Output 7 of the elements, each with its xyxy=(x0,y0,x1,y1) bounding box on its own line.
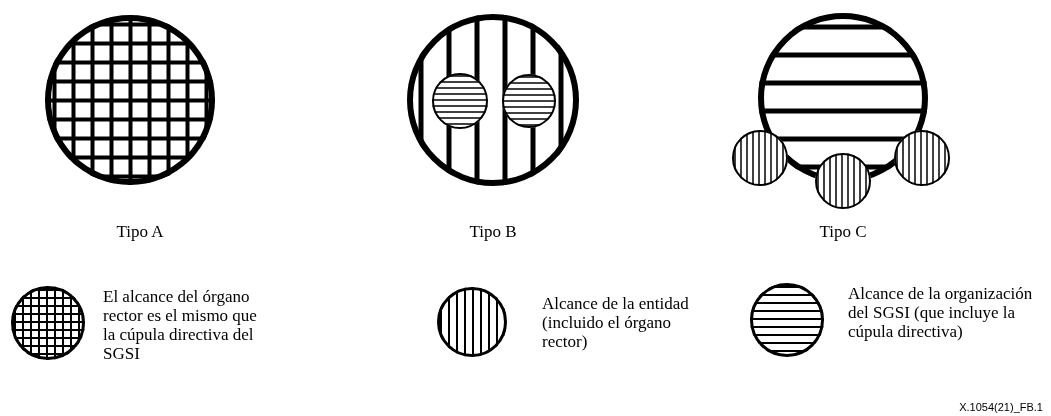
circle-caption: Tipo A xyxy=(116,222,164,241)
circle-caption: Tipo C xyxy=(819,222,867,241)
circle-caption: Tipo B xyxy=(469,222,517,241)
legend-text: Alcance de la entidad (incluido el órgano rector) xyxy=(542,294,690,351)
legend-text: Alcance de la organización del SGSI (que incluye la cúpula directiva) xyxy=(848,284,1034,341)
legend-text: El alcance del órgano rector es el mismo que la cúpula directiva del SGSI xyxy=(103,287,258,363)
figure-code: X.1054(21)_FB.1 xyxy=(959,400,1043,415)
